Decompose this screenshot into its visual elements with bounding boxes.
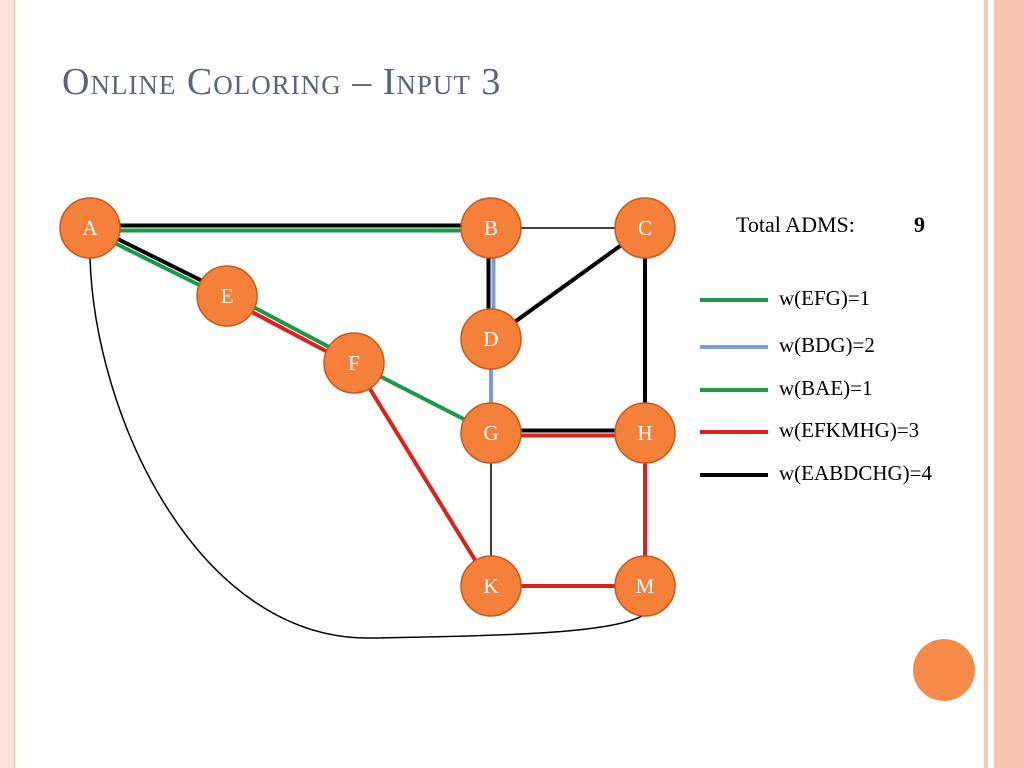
node-circle [323,332,385,394]
legend-item-efkmhg: w(EFKMHG)=3 [700,416,990,446]
node-f: F [323,332,385,394]
legend-label: w(EABDCHG)=4 [779,461,932,485]
legend-item-eabdchg: w(EABDCHG)=4 [700,459,990,489]
node-circle [460,308,522,370]
total-adms-label: Total ADMS: [736,212,855,237]
legend-label: w(EFG)=1 [779,286,871,310]
node-c: C [614,197,676,259]
legend-label: w(EFKMHG)=3 [779,418,920,442]
total-adms-value: 9 [914,212,925,237]
node-circle [614,402,676,464]
nodes-layer: A B C D E F G H K M [59,197,676,617]
node-circle [460,402,522,464]
node-circle [59,197,121,259]
node-label: B [484,216,498,240]
left-border-decoration [0,0,15,768]
legend-swatch [700,388,768,392]
legend-item-bae: w(BAE)=1 [700,374,990,404]
legend-swatch [700,430,768,434]
right-border-decoration [978,0,1024,768]
node-label: H [637,421,652,445]
node-label: F [348,351,360,375]
node-label: A [82,216,98,240]
legend-item-bdg: w(BDG)=2 [700,331,990,361]
node-g: G [460,402,522,464]
node-label: G [483,421,498,445]
decorative-circle [913,639,975,701]
node-circle [614,197,676,259]
slide-title: Online Coloring – Input 3 [62,61,502,103]
node-m: M [614,555,676,617]
edge-f-k [352,361,493,588]
node-a: A [59,197,121,259]
node-e: E [196,265,258,327]
node-label: D [483,327,498,351]
node-label: C [638,216,652,240]
legend-swatch [700,298,768,302]
node-d: D [460,308,522,370]
node-k: K [460,555,522,617]
node-label: E [221,284,234,308]
legend-swatch [700,345,768,349]
legend-item-efg: w(EFG)=1 [700,284,990,314]
node-circle [196,265,258,327]
node-b: B [460,197,522,259]
node-label: M [636,574,655,598]
node-label: K [483,574,498,598]
node-h: H [614,402,676,464]
legend-swatch [700,473,768,477]
node-circle [614,555,676,617]
legend-label: w(BAE)=1 [779,376,873,400]
edge-d-c [489,226,647,341]
legend-label: w(BDG)=2 [779,333,875,357]
edge-a-m [89,257,646,639]
node-circle [460,197,522,259]
node-circle [460,555,522,617]
edges-layer [87,223,647,639]
